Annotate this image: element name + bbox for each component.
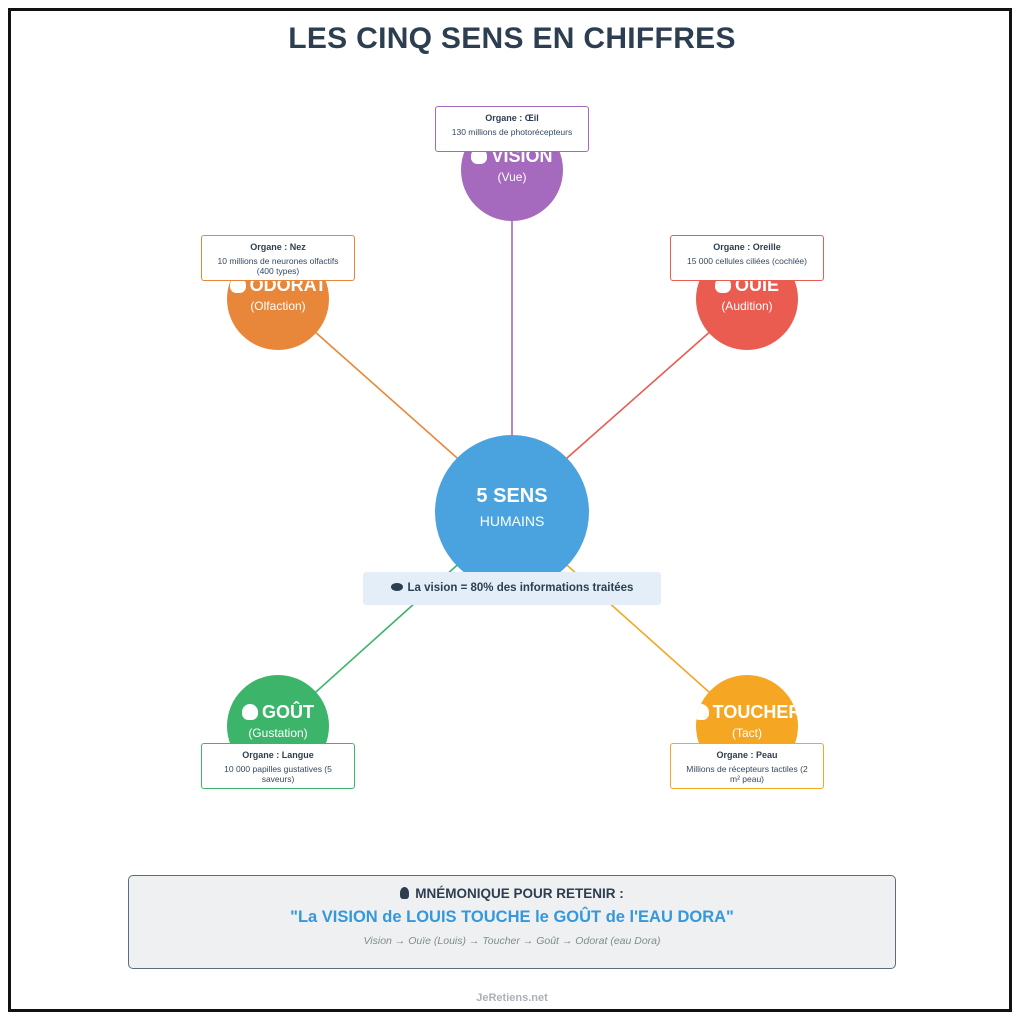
organ-label-odorat: Organe : Nez — [250, 242, 306, 252]
tongue-icon — [242, 704, 258, 720]
hand-icon — [696, 704, 709, 720]
info-box-ouie: Organe : Oreille 15 000 cellules ciliées… — [670, 235, 824, 281]
eye-icon — [471, 148, 488, 164]
organ-detail-gout: 10 000 papilles gustatives (5 saveurs) — [224, 764, 332, 784]
mnemonic-order: Vision → Ouïe (Louis) → Toucher → Goût →… — [363, 935, 661, 947]
vision-note-text: La vision = 80% des informations traitée… — [407, 582, 634, 594]
sense-sub-gout: (Gustation) — [248, 726, 308, 740]
info-box-toucher: Organe : Peau Millions de récepteurs tac… — [670, 743, 824, 789]
sense-sub-toucher: (Tact) — [732, 726, 762, 740]
organ-label-vision: Organe : Œil — [485, 113, 539, 123]
organ-detail-toucher: Millions de récepteurs tactiles (2 m² pe… — [686, 764, 808, 784]
info-box-odorat: Organe : Nez 10 millions de neurones olf… — [201, 235, 355, 281]
sense-sub-odorat: (Olfaction) — [250, 299, 306, 313]
organ-detail-ouie: 15 000 cellules ciliées (cochlée) — [686, 256, 807, 266]
mnemonic-phrase: "La VISION de LOUIS TOUCHE le GOÛT de l'… — [290, 908, 734, 926]
center-label: 5 SENS — [476, 485, 548, 507]
sense-sub-ouie: (Audition) — [721, 299, 773, 313]
center-sublabel: HUMAINS — [479, 513, 545, 529]
sense-name-toucher: TOUCHER — [712, 702, 798, 722]
info-box-vision: Organe : Œil 130 millions de photorécept… — [435, 106, 589, 152]
mnemonic-title: MNÉMONIQUE POUR RETENIR : — [415, 886, 624, 901]
info-box-gout: Organe : Langue 10 000 papilles gustativ… — [201, 743, 355, 789]
footer-brand: JeRetiens.net — [476, 992, 548, 1004]
ear-icon — [714, 277, 731, 293]
vision-note: La vision = 80% des informations traitée… — [363, 572, 661, 605]
center-node: 5 SENS HUMAINS — [435, 435, 589, 589]
nose-icon — [229, 277, 246, 293]
mnemonic-panel: MNÉMONIQUE POUR RETENIR : "La VISION de … — [128, 875, 896, 969]
organ-detail-odorat: 10 millions de neurones olfactifs (400 t… — [217, 256, 339, 276]
organ-label-ouie: Organe : Oreille — [713, 242, 781, 252]
organ-label-toucher: Organe : Peau — [716, 750, 778, 760]
lightbulb-icon — [400, 887, 410, 899]
sense-name-gout: GOÛT — [262, 702, 314, 722]
organ-detail-vision: 130 millions de photorécepteurs — [451, 127, 573, 137]
page-title: LES CINQ SENS EN CHIFFRES — [288, 22, 736, 55]
eye-icon — [390, 583, 403, 591]
sense-sub-vision: (Vue) — [497, 170, 527, 184]
organ-label-gout: Organe : Langue — [242, 750, 314, 760]
